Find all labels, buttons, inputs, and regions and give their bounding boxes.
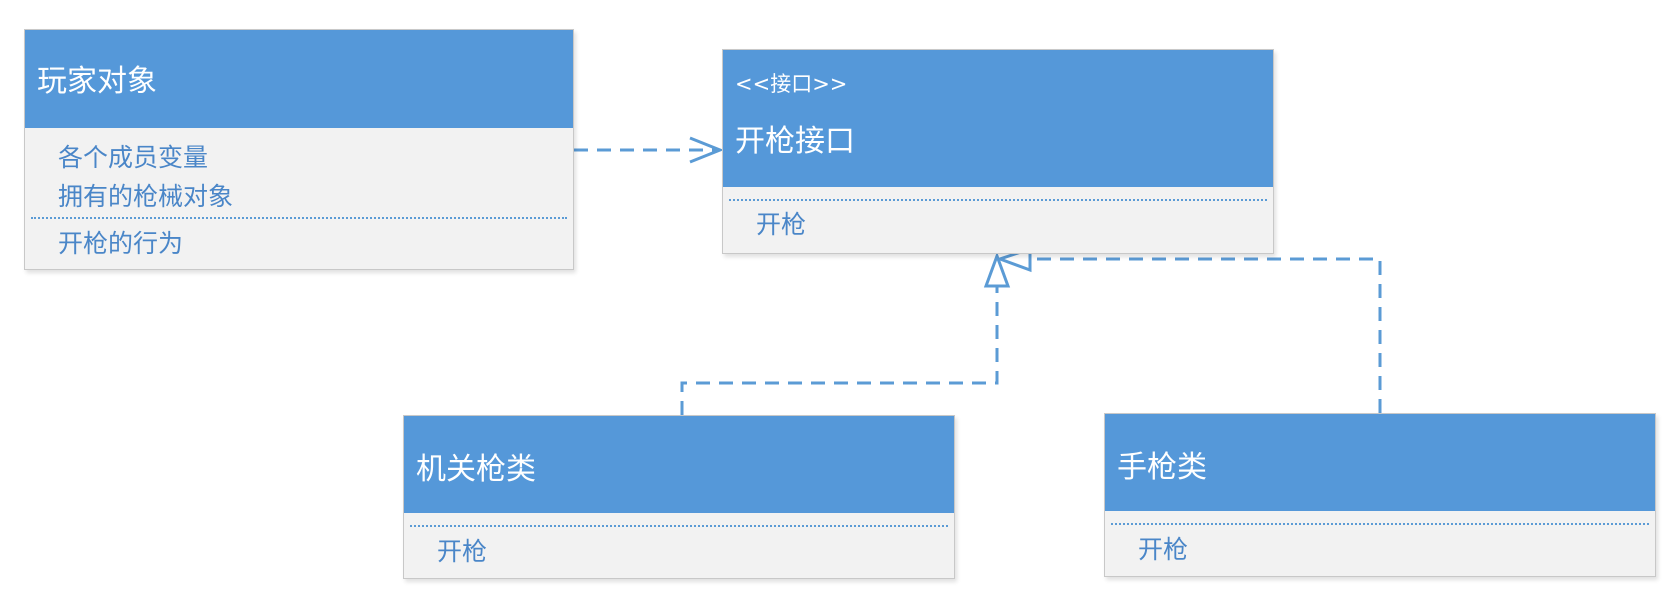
interface-stereotype: <<接口>> (735, 72, 848, 96)
pistol-header: 手枪类 (1105, 414, 1655, 511)
shoot-interface-class: <<接口>> 开枪接口 开枪 (722, 49, 1274, 254)
player-class-header: 玩家对象 (25, 30, 573, 128)
interface-name: 开枪接口 (735, 124, 855, 159)
pistol-separator (1111, 523, 1649, 525)
dependency-arrow (574, 136, 725, 164)
player-class: 玩家对象 各个成员变量 拥有的枪械对象 开枪的行为 (24, 29, 574, 270)
machine-gun-separator (410, 525, 948, 527)
player-member: 各个成员变量 (58, 143, 209, 172)
player-member: 拥有的枪械对象 (58, 182, 234, 211)
interface-method: 开枪 (756, 210, 807, 239)
machine-gun-method: 开枪 (437, 537, 488, 566)
pistol-class: 手枪类 开枪 (1104, 413, 1656, 577)
interface-header: <<接口>> 开枪接口 (723, 50, 1273, 187)
machine-gun-class: 机关枪类 开枪 (403, 415, 955, 579)
machine-gun-header: 机关枪类 (404, 416, 954, 513)
player-separator (31, 217, 567, 219)
machine-gun-name: 机关枪类 (416, 452, 536, 487)
realization-pistol (995, 246, 1382, 413)
interface-separator (729, 199, 1267, 201)
pistol-name: 手枪类 (1117, 450, 1207, 485)
player-class-name: 玩家对象 (37, 64, 157, 99)
pistol-method: 开枪 (1138, 535, 1189, 564)
player-method: 开枪的行为 (58, 229, 184, 258)
realization-machine-gun (680, 251, 1011, 415)
